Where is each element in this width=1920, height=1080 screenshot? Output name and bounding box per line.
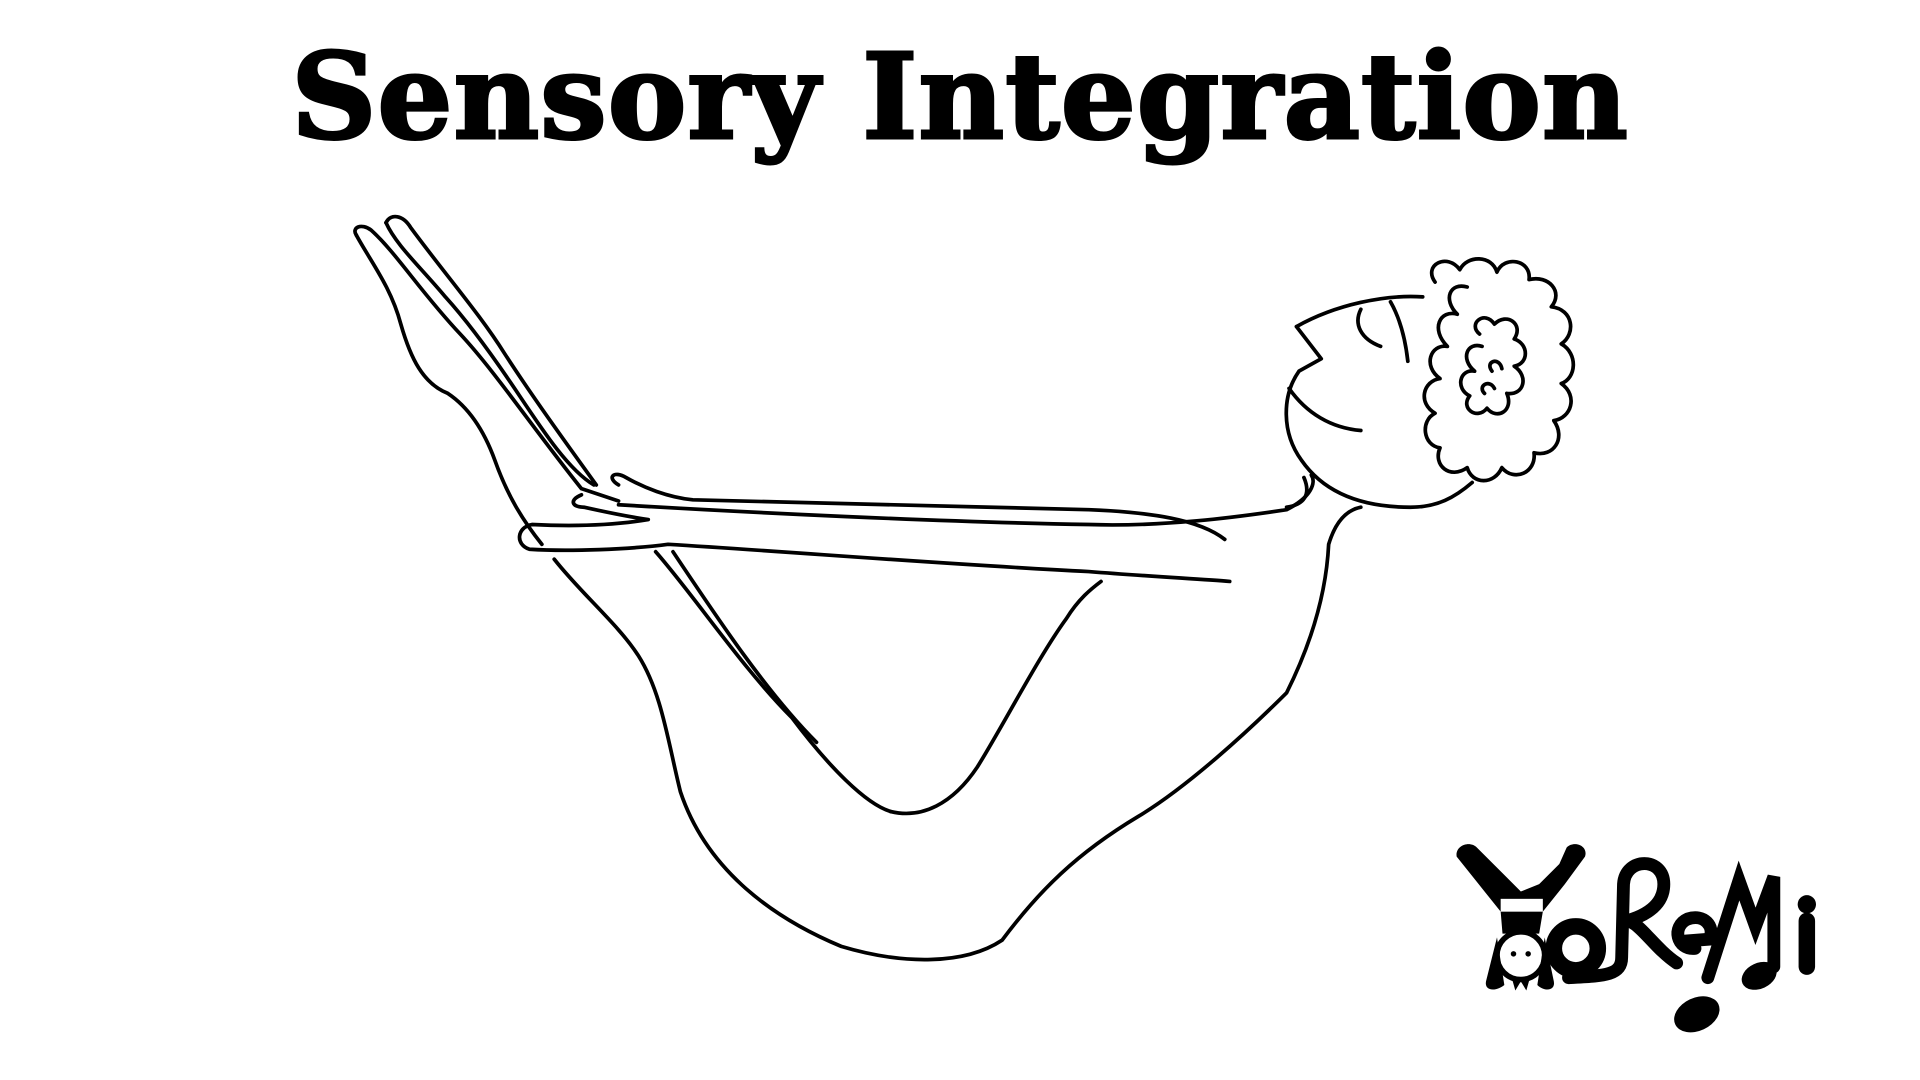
head-outline xyxy=(1284,294,1475,510)
torso-outline xyxy=(552,505,1363,962)
legs-outline xyxy=(353,214,621,547)
thigh-outline xyxy=(888,579,1103,816)
page-title: Sensory Integration xyxy=(290,27,1630,166)
shins-outline xyxy=(653,549,893,814)
curly-hair xyxy=(1422,257,1576,483)
arms-outline xyxy=(517,472,1315,584)
logo-wordmark xyxy=(1545,857,1816,985)
yoremi-logo xyxy=(1456,844,1816,1033)
handstand-child-icon xyxy=(1456,844,1586,991)
